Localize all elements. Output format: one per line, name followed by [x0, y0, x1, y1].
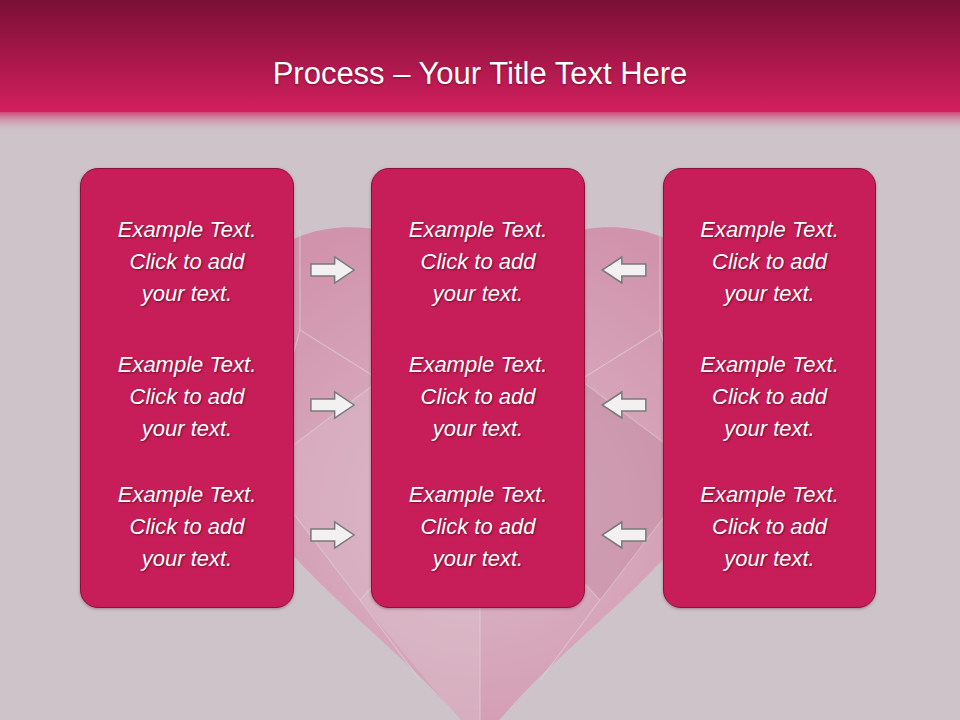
slide-title: Process – Your Title Text Here	[0, 52, 960, 96]
process-panel: Example Text. Click to add your text. Exa…	[663, 168, 876, 608]
panel-text: Example Text. Click to add your text.	[398, 479, 558, 575]
panel-text: Example Text. Click to add your text.	[690, 479, 850, 575]
panel-text-row: Example Text. Click to add your text.	[372, 349, 584, 445]
panel-text: Example Text. Click to add your text.	[398, 214, 558, 310]
panel-text: Example Text. Click to add your text.	[690, 349, 850, 445]
panel-text-row: Example Text. Click to add your text.	[81, 479, 293, 575]
process-panel: Example Text. Click to add your text. Exa…	[80, 168, 294, 608]
title-band	[0, 0, 960, 112]
panel-text-row: Example Text. Click to add your text.	[372, 479, 584, 575]
block-arrow	[311, 257, 354, 283]
block-arrow	[311, 392, 354, 418]
block-arrow	[602, 522, 646, 548]
block-arrow	[602, 392, 646, 418]
panel-text-row: Example Text. Click to add your text.	[81, 349, 293, 445]
panel-text-row: Example Text. Click to add your text.	[664, 349, 875, 445]
panel-text-row: Example Text. Click to add your text.	[81, 214, 293, 310]
panel-text: Example Text. Click to add your text.	[107, 349, 267, 445]
block-arrow	[311, 522, 354, 548]
process-panel: Example Text. Click to add your text. Exa…	[371, 168, 585, 608]
panel-text: Example Text. Click to add your text.	[398, 349, 558, 445]
block-arrow	[602, 257, 646, 283]
panel-text: Example Text. Click to add your text.	[690, 214, 850, 310]
panel-text: Example Text. Click to add your text.	[107, 479, 267, 575]
panel-text-row: Example Text. Click to add your text.	[372, 214, 584, 310]
panel-text-row: Example Text. Click to add your text.	[664, 479, 875, 575]
panel-text: Example Text. Click to add your text.	[107, 214, 267, 310]
panel-text-row: Example Text. Click to add your text.	[664, 214, 875, 310]
title-band-fade	[0, 112, 960, 132]
